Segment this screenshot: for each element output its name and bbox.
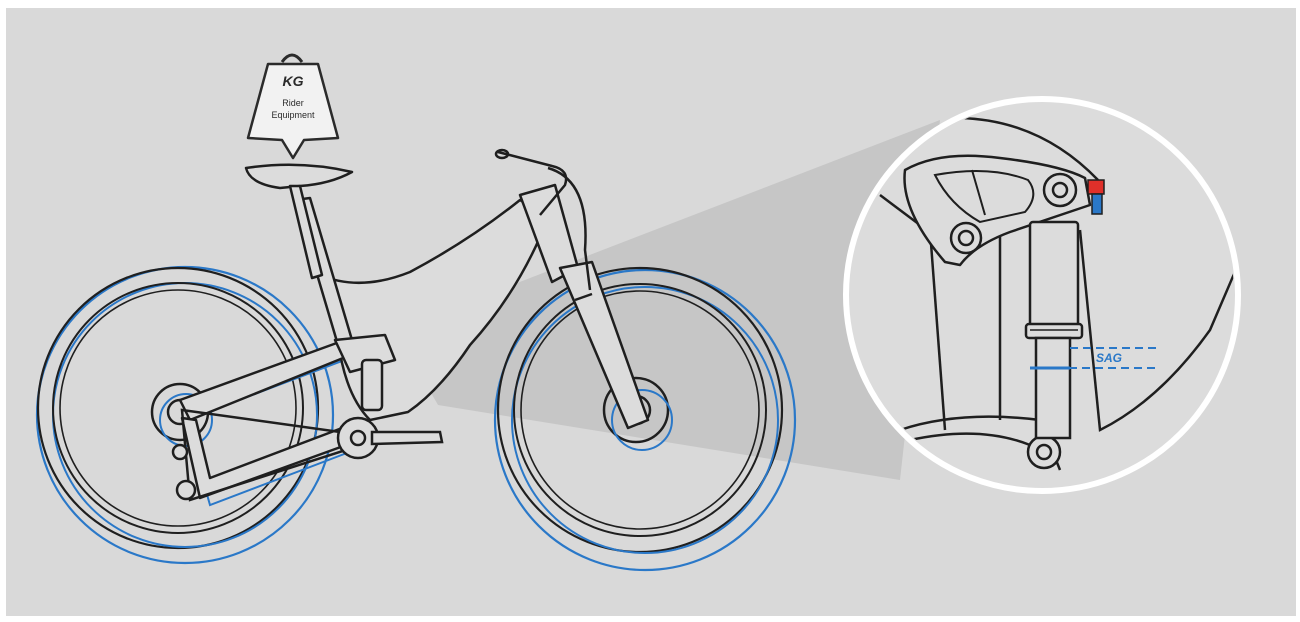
rear-wheel — [37, 267, 333, 563]
rider-weight: KG Rider Equipment — [248, 55, 338, 158]
saddle — [246, 165, 352, 278]
weight-label-rider: Rider — [282, 98, 304, 108]
weight-unit: KG — [283, 73, 304, 89]
sag-label: SAG — [1096, 351, 1122, 365]
weight-label-equipment: Equipment — [271, 110, 315, 120]
